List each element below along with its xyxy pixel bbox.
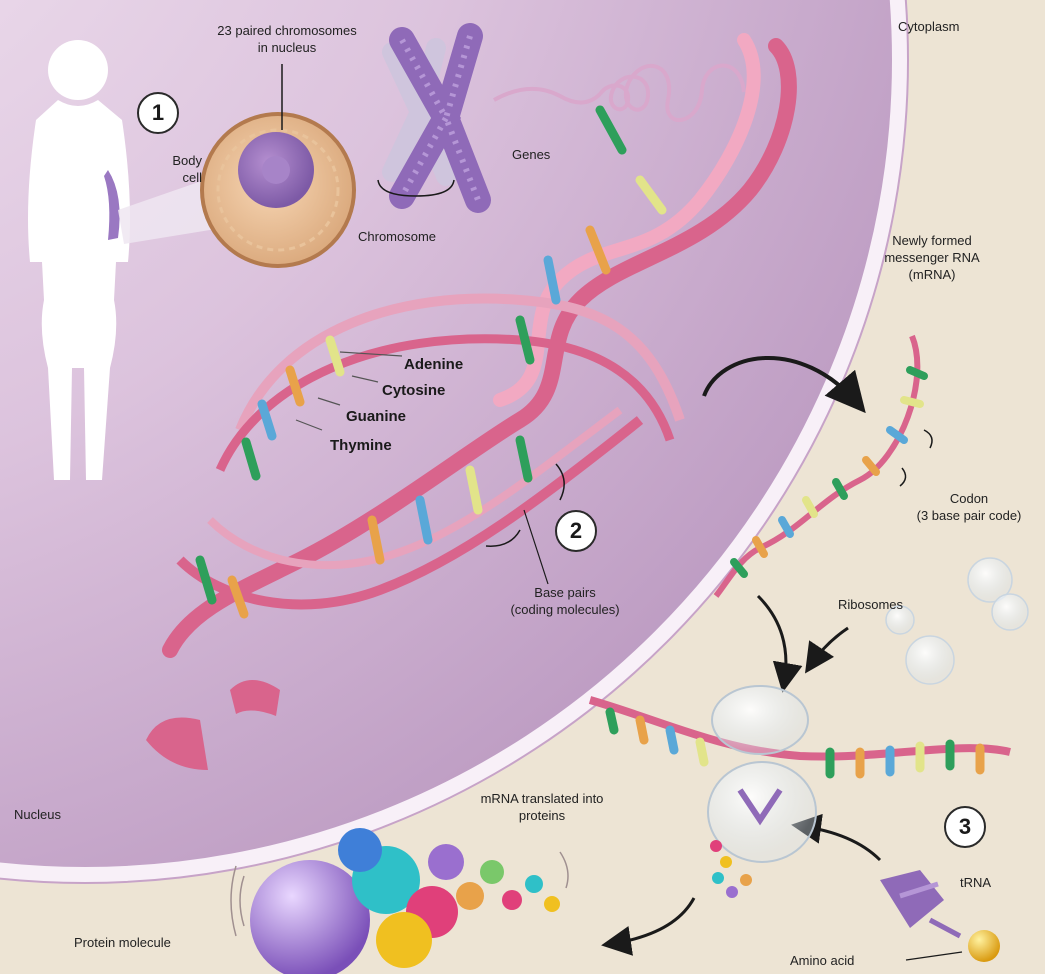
cytosine-label: Cytosine xyxy=(382,382,445,400)
paired-chromosomes-label: 23 paired chromosomes in nucleus xyxy=(212,22,362,56)
protein-molecule-label: Protein molecule xyxy=(74,934,171,951)
mrna-translated-label: mRNA translated into proteins xyxy=(462,790,622,824)
chromosome-label: Chromosome xyxy=(358,228,436,245)
trna-label: tRNA xyxy=(960,874,991,891)
codon-label: Codon (3 base pair code) xyxy=(894,490,1044,524)
step-3-badge: 3 xyxy=(944,806,986,848)
ribosomes-label: Ribosomes xyxy=(838,596,903,613)
body-cell-icon xyxy=(202,114,354,266)
adenine-label: Adenine xyxy=(404,356,463,374)
nucleus-label: Nucleus xyxy=(14,806,61,823)
genes-label: Genes xyxy=(512,146,550,163)
base-pairs-label: Base pairs (coding molecules) xyxy=(500,584,630,618)
step-2-badge: 2 xyxy=(555,510,597,552)
cytoplasm-label: Cytoplasm xyxy=(898,18,959,35)
guanine-label: Guanine xyxy=(346,408,406,426)
newly-formed-mrna-label: Newly formed messenger RNA (mRNA) xyxy=(862,232,1002,283)
body-cell-label: Body cell xyxy=(132,152,202,186)
amino-acid-label: Amino acid xyxy=(790,952,854,969)
thymine-label: Thymine xyxy=(330,437,392,455)
step-1-badge: 1 xyxy=(137,92,179,134)
amino-acid-ball xyxy=(968,930,1000,962)
